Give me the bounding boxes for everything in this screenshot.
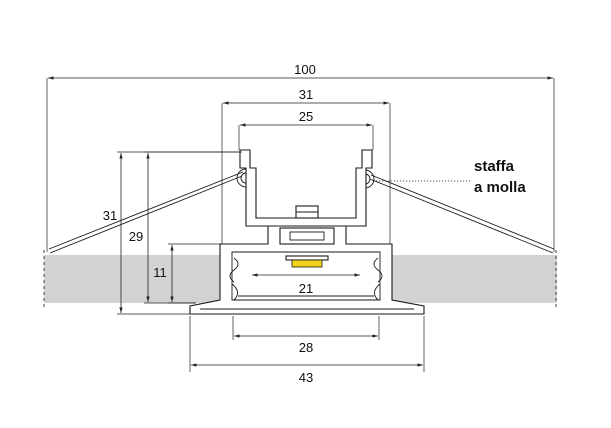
label-left-height-outer: 31 [103, 208, 117, 223]
dimension-inner-top-width: 25 [238, 109, 374, 150]
dimension-channel-width: 28 [232, 316, 380, 355]
dimension-left-height-outer: 31 [103, 151, 242, 315]
label-opening-width: 21 [299, 281, 313, 296]
label-flange-width: 43 [299, 370, 313, 385]
label-overall-width: 100 [294, 62, 316, 77]
profile-body [189, 225, 425, 315]
label-channel-width: 28 [299, 340, 313, 355]
label-left-height-inner: 11 [153, 265, 167, 280]
spring-clip-callout: staffa a molla [373, 158, 526, 196]
dimension-overall-width: 100 [46, 62, 555, 252]
dimension-flange-width: 43 [189, 316, 425, 385]
led-strip [291, 259, 323, 268]
callout-line-2: a molla [474, 179, 526, 196]
label-inner-top-width: 25 [299, 109, 313, 124]
label-left-height-middle: 29 [129, 229, 143, 244]
label-outer-top-width: 31 [299, 87, 313, 102]
callout-line-1: staffa [474, 158, 515, 175]
spring-clip [48, 149, 555, 254]
dimension-outer-top-width: 31 [221, 87, 391, 244]
dimension-opening-width: 21 [252, 273, 360, 296]
dimension-left-height-inner: 11 [153, 243, 220, 304]
